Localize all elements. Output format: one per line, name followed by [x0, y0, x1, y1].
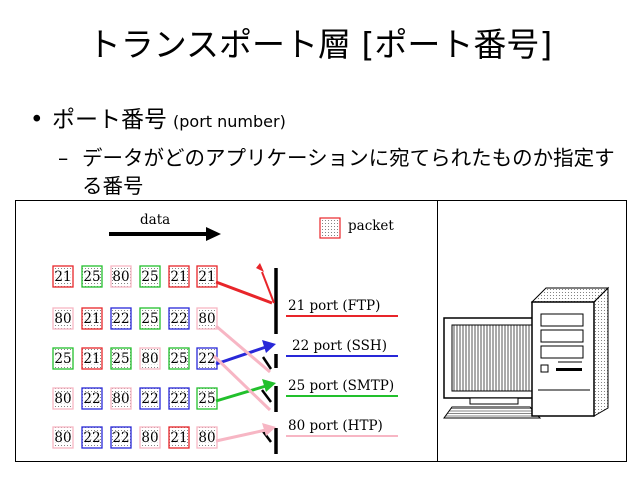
- packet-port-number: 25: [54, 351, 71, 367]
- packet-port-number: 22: [141, 391, 158, 407]
- sub-bullet-text: データがどのアプリケーションに宛てられたものか指定する番号: [82, 146, 615, 198]
- packet-port-number: 21: [198, 269, 215, 285]
- packet-cell: 80: [139, 347, 161, 370]
- packet-port-number: 80: [141, 430, 158, 446]
- packet-port-number: 22: [83, 391, 100, 407]
- packet-port-number: 25: [112, 351, 129, 367]
- packet-cell: 21: [168, 265, 190, 288]
- packet-cell: 80: [139, 426, 161, 449]
- bullet-main-text: ポート番号: [52, 107, 167, 133]
- http-cross-arrow: [212, 324, 272, 412]
- packet-cell: 21: [196, 265, 218, 288]
- packet-cell: 80: [52, 387, 74, 410]
- packet-cell: 22: [139, 387, 161, 410]
- packet-port-number: 25: [170, 351, 187, 367]
- port-label: 80 port (HTP): [288, 418, 383, 434]
- port-label: 25 port (SMTP): [288, 378, 394, 394]
- packet-port-number: 22: [112, 311, 129, 327]
- packet-port-number: 22: [170, 311, 187, 327]
- port-label: 22 port (SSH): [292, 338, 387, 354]
- diagram-divider: [437, 200, 438, 462]
- packet-cell: 25: [168, 347, 190, 370]
- packet-port-number: 80: [112, 269, 129, 285]
- packet-cell: 80: [110, 387, 132, 410]
- packet-port-number: 80: [112, 391, 129, 407]
- packet-grid: 21 25 80 25 21 21 80 21 22 25 22 80 25 21 25 80 25 22 80 22…: [52, 265, 218, 449]
- packet-port-number: 25: [141, 269, 158, 285]
- sub-bullet-marker: –: [58, 146, 69, 170]
- packet-cell: 80: [196, 426, 218, 449]
- computer-illustration: [443, 286, 610, 419]
- packet-port-number: 25: [141, 311, 158, 327]
- packet-port-number: 25: [83, 269, 100, 285]
- packet-cell: 25: [52, 347, 74, 370]
- packet-cell: 80: [52, 307, 74, 330]
- packet-cell: 80: [196, 307, 218, 330]
- sub-bullet: – データがどのアプリケーションに宛てられたものか指定する番号: [58, 144, 618, 200]
- packet-port-number: 22: [112, 430, 129, 446]
- packet-cell: 22: [168, 387, 190, 410]
- packet-cell: 22: [81, 387, 103, 410]
- packet-port-number: 22: [170, 391, 187, 407]
- packet-port-number: 21: [54, 269, 71, 285]
- packet-cell: 21: [81, 307, 103, 330]
- packet-cell: 21: [81, 347, 103, 370]
- port-labels: 21 port (FTP) 22 port (SSH) 25 port (SMTP)…: [286, 298, 398, 437]
- packet-port-number: 21: [83, 351, 100, 367]
- data-flow-arrow: [109, 227, 221, 241]
- port-label: 21 port (FTP): [288, 298, 380, 314]
- ssh-flow-arrow: [215, 340, 276, 366]
- data-label: data: [140, 212, 170, 228]
- packet-legend-icon: [319, 217, 341, 239]
- packet-cell: 80: [110, 265, 132, 288]
- packet-cell: 22: [110, 426, 132, 449]
- packet-cell: 21: [52, 265, 74, 288]
- packet-port-number: 80: [198, 430, 215, 446]
- packet-cell: 22: [81, 426, 103, 449]
- http-flow-arrow: [215, 423, 276, 443]
- packet-port-number: 25: [198, 391, 215, 407]
- packet-port-number: 22: [83, 430, 100, 446]
- packet-port-number: 22: [198, 351, 215, 367]
- packet-cell: 22: [110, 307, 132, 330]
- packet-legend-label: packet: [348, 218, 394, 234]
- packet-cell: 25: [81, 265, 103, 288]
- packet-port-number: 80: [141, 351, 158, 367]
- bullet-paren-text: (port number): [173, 112, 286, 131]
- packet-cell: 25: [196, 387, 218, 410]
- ftp-flow-arrow: [215, 263, 275, 305]
- bullet-marker: •: [30, 107, 44, 133]
- packet-port-number: 80: [54, 430, 71, 446]
- packet-port-number: 21: [170, 430, 187, 446]
- packet-cell: 22: [196, 347, 218, 370]
- packet-port-number: 80: [198, 311, 215, 327]
- smtp-flow-arrow: [215, 379, 276, 403]
- packet-port-number: 21: [170, 269, 187, 285]
- packet-port-number: 21: [83, 311, 100, 327]
- packet-cell: 25: [139, 265, 161, 288]
- packet-cell: 25: [139, 307, 161, 330]
- packet-port-number: 80: [54, 391, 71, 407]
- packet-cell: 22: [168, 307, 190, 330]
- bullet-port-number: • ポート番号 (port number): [30, 100, 286, 134]
- packet-port-number: 80: [54, 311, 71, 327]
- packet-cell: 21: [168, 426, 190, 449]
- packet-cell: 80: [52, 426, 74, 449]
- diagram-frame: [15, 200, 627, 462]
- page-title: トランスポート層 [ポート番号]: [87, 25, 553, 64]
- packet-cell: 25: [110, 347, 132, 370]
